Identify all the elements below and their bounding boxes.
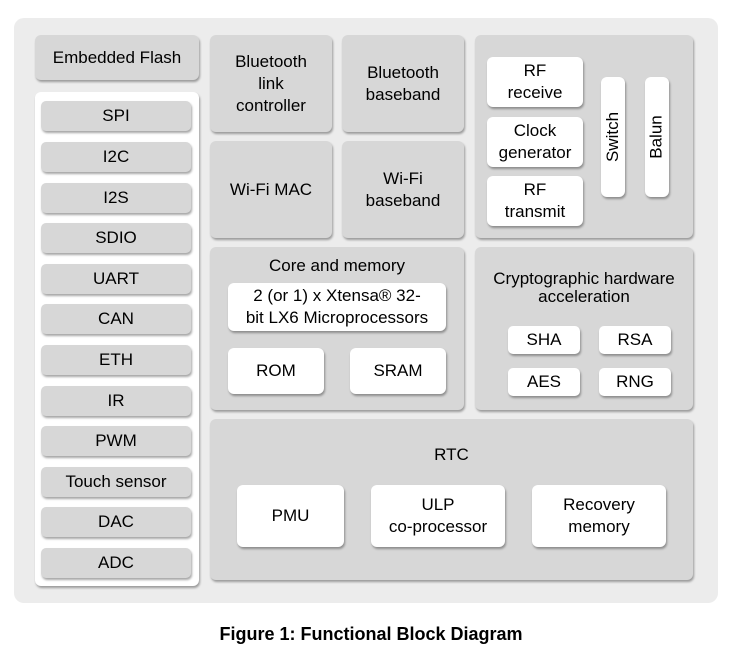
- rom-block: ROM: [228, 348, 324, 394]
- peripheral-eth: ETH: [41, 345, 191, 375]
- rsa-block: RSA: [599, 326, 671, 354]
- peripherals-panel: SPI I2C I2S SDIO UART CAN ETH IR PWM Tou…: [35, 92, 199, 586]
- balun-block: Balun: [645, 77, 669, 197]
- crypto-title-line-1: Cryptographic hardware: [493, 269, 675, 288]
- balun-label: Balun: [647, 115, 667, 159]
- peripheral-i2c: I2C: [41, 142, 191, 172]
- peripheral-adc: ADC: [41, 548, 191, 578]
- processor-block: 2 (or 1) x Xtensa® 32-bit LX6 Microproce…: [228, 283, 446, 331]
- wifi-baseband-line-2: baseband: [365, 190, 441, 210]
- embedded-flash-block: Embedded Flash: [35, 35, 199, 80]
- rng-block: RNG: [599, 368, 671, 396]
- bluetooth-baseband-block: Bluetooth baseband: [342, 35, 464, 132]
- aes-block: AES: [508, 368, 580, 396]
- bt-baseband-line-2: baseband: [365, 84, 441, 104]
- peripheral-touch-sensor: Touch sensor: [41, 467, 191, 497]
- bt-link-line-3: controller: [236, 95, 306, 115]
- wifi-mac-label: Wi-Fi MAC: [229, 179, 313, 199]
- switch-label: Switch: [603, 111, 623, 163]
- peripheral-sdio: SDIO: [41, 223, 191, 253]
- core-and-memory-block: Core and memory 2 (or 1) x Xtensa® 32-bi…: [210, 247, 464, 410]
- bt-link-line-2: link: [258, 73, 284, 93]
- peripheral-uart: UART: [41, 264, 191, 294]
- pmu-block: PMU: [237, 485, 344, 547]
- bluetooth-link-controller-block: Bluetooth link controller: [210, 35, 332, 132]
- core-title: Core and memory: [268, 256, 406, 275]
- embedded-flash-label: Embedded Flash: [52, 47, 182, 67]
- sha-block: SHA: [508, 326, 580, 354]
- switch-block: Switch: [601, 77, 625, 197]
- figure-caption: Figure 1: Functional Block Diagram: [219, 624, 523, 644]
- crypto-title-line-2: acceleration: [538, 287, 630, 306]
- peripheral-pwm: PWM: [41, 426, 191, 456]
- wifi-baseband-block: Wi-Fi baseband: [342, 141, 464, 238]
- peripheral-i2s: I2S: [41, 183, 191, 213]
- peripheral-dac: DAC: [41, 507, 191, 537]
- wifi-baseband-line-1: Wi-Fi: [383, 168, 423, 188]
- peripheral-ir: IR: [41, 386, 191, 416]
- peripheral-spi: SPI: [41, 101, 191, 131]
- bt-baseband-line-1: Bluetooth: [367, 62, 439, 82]
- peripheral-can: CAN: [41, 304, 191, 334]
- crypto-block: Cryptographic hardware acceleration SHA …: [475, 247, 693, 410]
- wifi-mac-block: Wi-Fi MAC: [210, 141, 332, 238]
- sram-block: SRAM: [350, 348, 446, 394]
- bt-link-line-1: Bluetooth: [235, 51, 307, 71]
- rtc-title: RTC: [434, 445, 469, 464]
